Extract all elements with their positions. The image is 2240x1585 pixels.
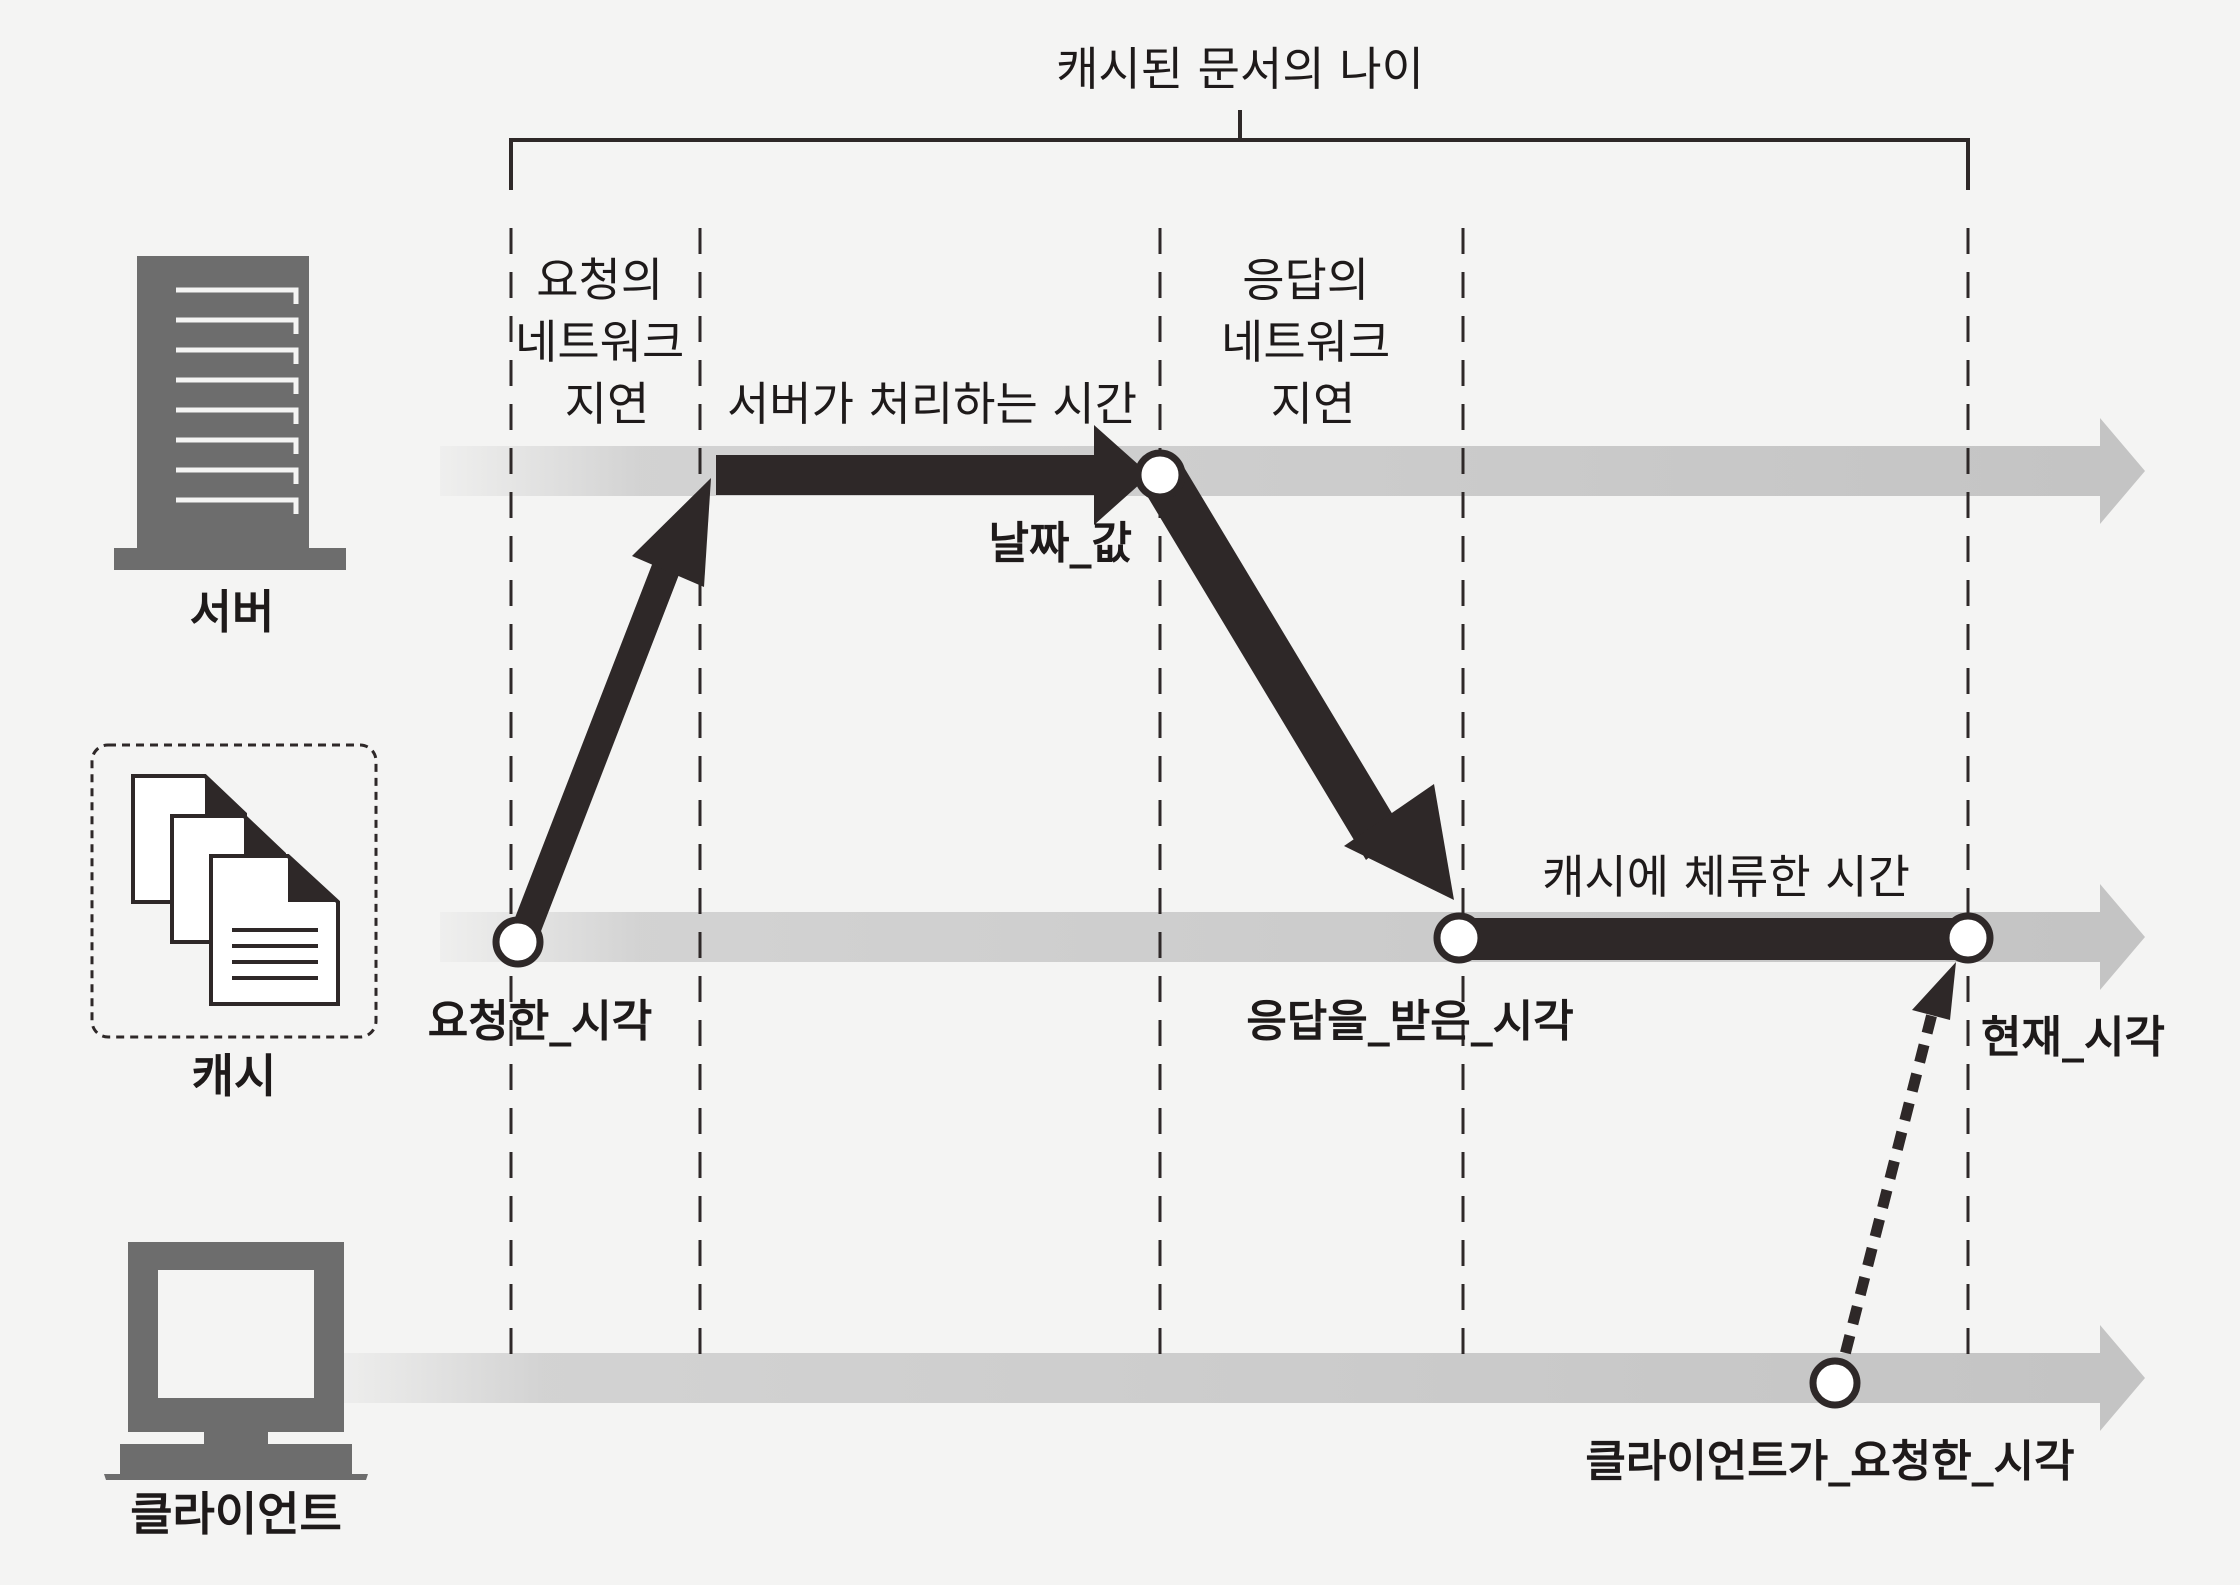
response-time-label: 응답을_받은_시각 — [1246, 996, 1573, 1047]
document-icon — [209, 854, 340, 1006]
cache-residence-label: 캐시에 체류한 시간 — [1542, 850, 1910, 904]
request-latency-label: 요청의 네트워크 지연 — [515, 253, 699, 431]
residence-bar — [1458, 918, 1972, 960]
client-timeline — [330, 1325, 2145, 1431]
cache-label: 캐시 — [192, 1049, 277, 1103]
age-bracket-label: 캐시된 문서의 나이 — [1056, 42, 1424, 96]
request-arrow — [504, 478, 711, 957]
response-arrow — [1146, 464, 1454, 900]
processing-arrow — [716, 425, 1150, 525]
response-latency-label: 응답의 네트워크 지연 — [1221, 253, 1405, 431]
client-label: 클라이언트 — [130, 1487, 342, 1541]
client-request-time-label: 클라이언트가_요청한_시각 — [1585, 1436, 2074, 1487]
age-bracket — [509, 110, 1970, 190]
now-label: 현재_시각 — [1981, 1012, 2165, 1063]
cache-icon — [90, 743, 378, 1039]
server-label: 서버 — [190, 585, 275, 639]
client-request-marker — [1809, 1357, 1861, 1409]
now-marker — [1942, 912, 1994, 964]
request-time-label: 요청한_시각 — [428, 996, 652, 1047]
server-processing-label: 서버가 처리하는 시간 — [727, 377, 1137, 431]
request-time-marker — [492, 916, 544, 968]
computer-icon — [104, 1242, 368, 1480]
date-value-marker — [1134, 449, 1186, 501]
client-request-arrow — [1832, 962, 1956, 1384]
date-value-label: 날짜_값 — [989, 518, 1132, 569]
server-icon — [114, 256, 346, 570]
event-circles — [492, 449, 1994, 1409]
response-time-marker — [1433, 912, 1485, 964]
time-guides — [509, 228, 1970, 1360]
